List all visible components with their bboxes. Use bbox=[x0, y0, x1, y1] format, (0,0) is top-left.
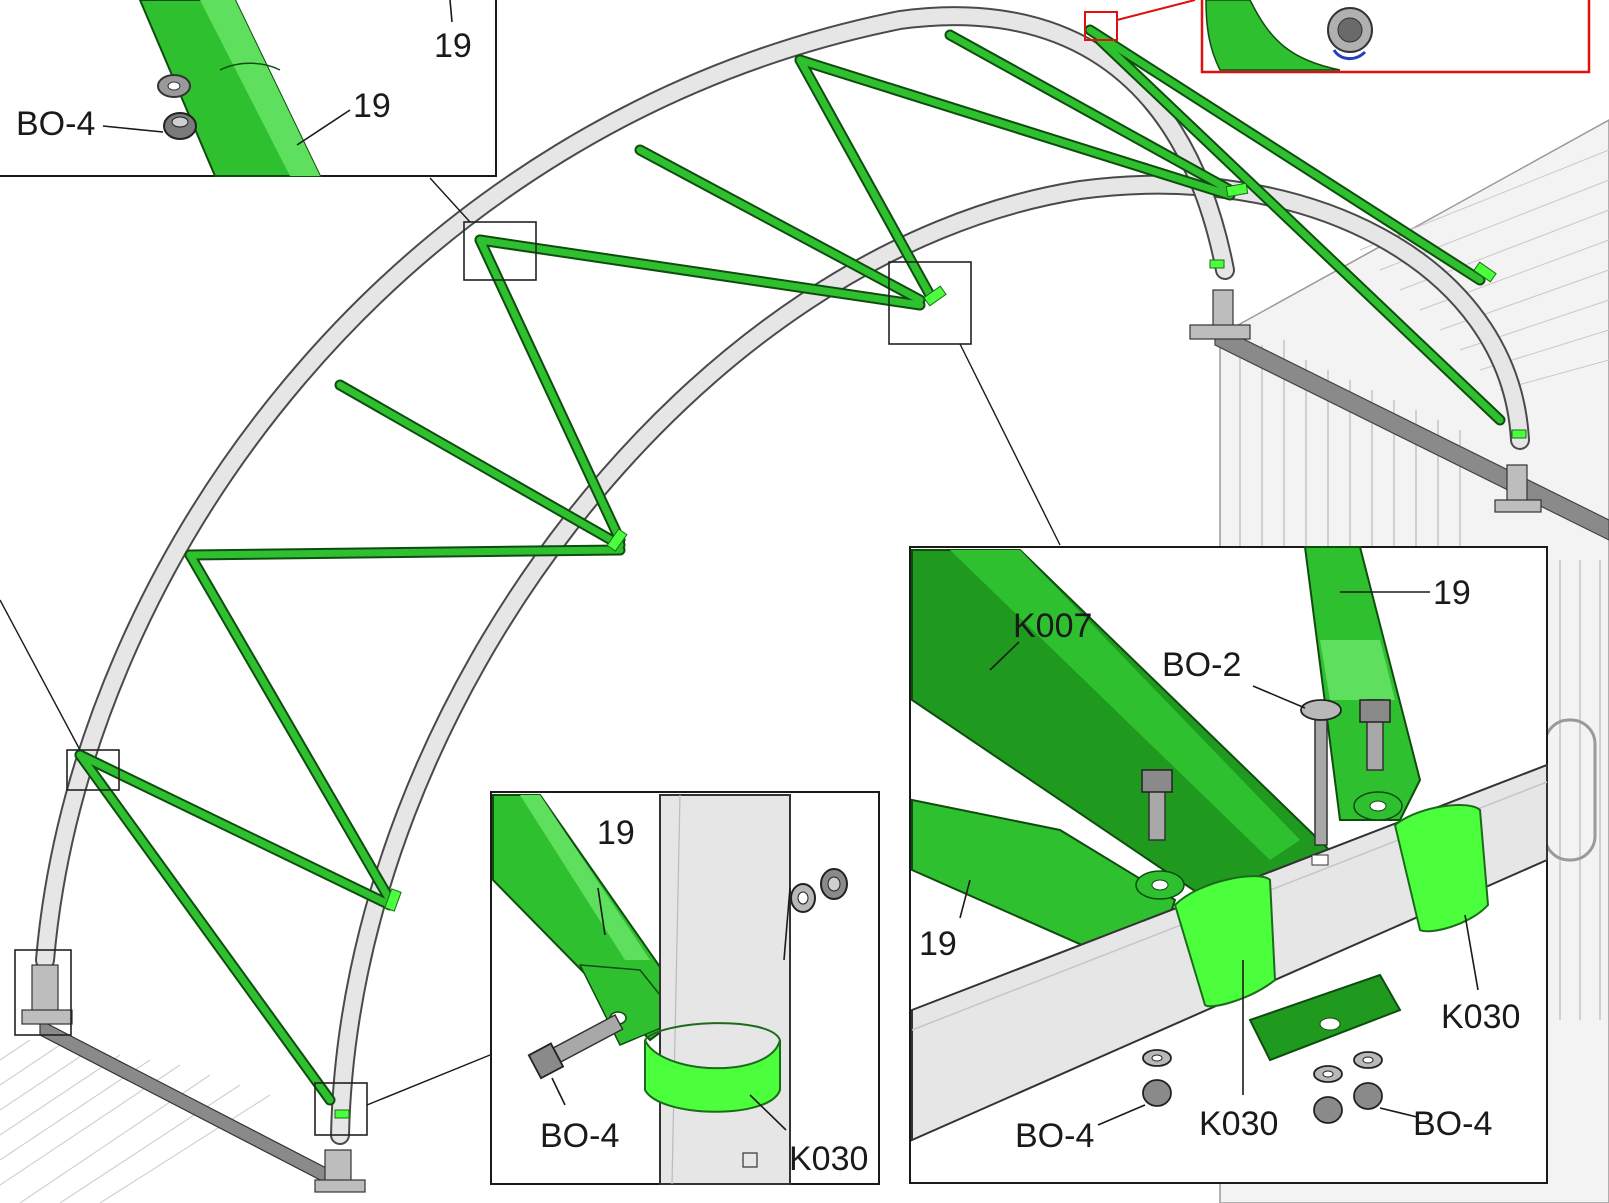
label-bo4-right-right: BO-4 bbox=[1413, 1105, 1492, 1143]
label-19-b: 19 bbox=[353, 87, 391, 125]
truss-braces bbox=[74, 24, 1506, 1106]
callout-top-right bbox=[1200, 0, 1591, 74]
label-bo2: BO-2 bbox=[1162, 646, 1241, 684]
arch-tube-front bbox=[330, 174, 1530, 1145]
label-k030-center: K030 bbox=[1199, 1105, 1278, 1143]
label-bo4-right-left: BO-4 bbox=[1015, 1117, 1094, 1155]
ground-sheet bbox=[0, 1039, 271, 1203]
label-19-a: 19 bbox=[434, 27, 472, 65]
label-k030-mid: K030 bbox=[789, 1140, 868, 1178]
callout-middle: 19 BO-4 K030 bbox=[490, 791, 880, 1185]
callout-leaders bbox=[0, 0, 1196, 1106]
foot-bracket-back bbox=[1189, 289, 1251, 340]
label-k007: K007 bbox=[1013, 607, 1092, 645]
label-19-right-left: 19 bbox=[919, 925, 957, 963]
foot-bracket-left bbox=[21, 964, 73, 1025]
clamp-rings bbox=[334, 182, 1527, 1119]
arch-tube-back bbox=[35, 6, 1235, 970]
callout-top-left: 19 19 BO-4 bbox=[0, 0, 497, 177]
foot-bracket-front bbox=[314, 1149, 366, 1193]
label-bo4: BO-4 bbox=[16, 105, 95, 143]
label-k030-right: K030 bbox=[1441, 998, 1520, 1036]
label-bo4-mid: BO-4 bbox=[540, 1117, 619, 1155]
zoom-markers bbox=[14, 11, 1118, 1136]
label-19-right-top: 19 bbox=[1433, 574, 1471, 612]
callout-bottom-right: 19 K007 BO-2 19 K030 K030 BO-4 BO-4 bbox=[909, 546, 1548, 1184]
foot-bracket-right bbox=[1494, 464, 1542, 513]
label-19-mid: 19 bbox=[597, 814, 635, 852]
